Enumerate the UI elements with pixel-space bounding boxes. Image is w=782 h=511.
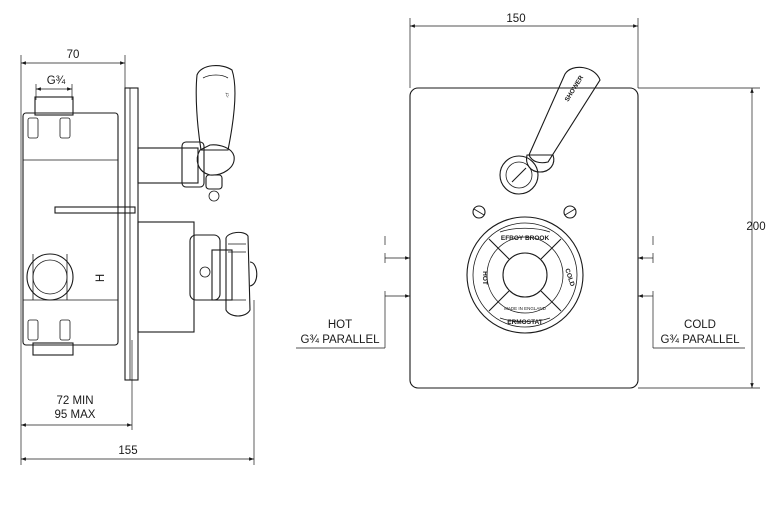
thread-label: G¾ — [47, 75, 66, 87]
dial-small-text: MADE IN ENGLAND — [504, 306, 547, 311]
valve-body — [22, 96, 119, 356]
cross-handle — [137, 221, 258, 333]
hot-inlet-markers — [296, 236, 410, 349]
svg-text:.cf: .cf — [224, 92, 230, 98]
front-lever: SHOWER — [499, 66, 601, 195]
spindle — [54, 206, 136, 214]
dial-top-text: EFROY BROOK — [501, 235, 550, 242]
lever-text: SHOWER — [564, 74, 586, 103]
cold-thread-label: G¾ PARALLEL — [660, 334, 740, 346]
max-depth-label: 95 MAX — [55, 409, 96, 421]
body-mark: H — [95, 274, 107, 282]
thermostat-dial: EFROY BROOK ERMOSTAT MADE IN ENGLAND HOT… — [466, 216, 584, 334]
screw-left — [472, 205, 486, 219]
cover-plate — [409, 87, 639, 389]
cold-inlet-markers — [638, 236, 745, 349]
dial-bottom-text: ERMOSTAT — [507, 319, 543, 326]
screw-right — [563, 205, 577, 219]
height-label: 200 — [746, 221, 765, 233]
min-depth-label: 72 MIN — [56, 395, 93, 407]
dim-70-label: 70 — [67, 49, 80, 61]
dial-hot-text: HOT — [481, 271, 488, 285]
wall-plate — [124, 87, 139, 381]
lever-handle: .cf — [137, 65, 236, 202]
hot-thread-label: G¾ PARALLEL — [300, 334, 380, 346]
overall-depth-label: 155 — [118, 445, 137, 457]
width-label: 150 — [506, 13, 525, 25]
dial-cold-text: COLD — [563, 268, 575, 288]
side-view: 70 G¾ H — [20, 49, 258, 465]
cold-label: COLD — [684, 319, 716, 331]
hot-label: HOT — [328, 319, 352, 331]
front-view: 150 200 SHOWER — [296, 13, 766, 389]
